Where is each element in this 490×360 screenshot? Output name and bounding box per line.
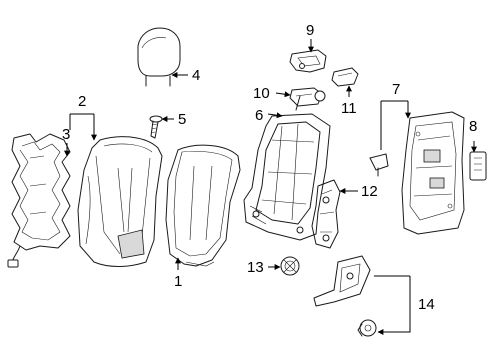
callout-5: 5	[178, 111, 186, 128]
callout-1: 1	[174, 273, 182, 290]
part-10-latch	[289, 87, 326, 107]
callout-8: 8	[469, 118, 477, 135]
leader-14	[374, 275, 411, 332]
part-1-seatback-pad	[165, 144, 241, 267]
callout-3: 3	[62, 126, 70, 143]
part-7-back-board	[401, 111, 465, 235]
leader-6	[267, 112, 283, 119]
part-12-recliner	[311, 179, 341, 249]
callout-labels: 1 2 3 4 5 6 7 8 9 10 11 12 13 14	[62, 22, 477, 313]
callout-14: 14	[418, 296, 435, 313]
part-14-lever	[313, 255, 371, 307]
leader-lines	[64, 39, 477, 332]
callout-11: 11	[341, 100, 357, 117]
leader-2	[69, 113, 94, 140]
part-11-clip	[331, 67, 359, 87]
part-4-headrest	[137, 27, 181, 87]
part-5-screw	[149, 115, 163, 139]
callout-6: 6	[255, 107, 263, 124]
part-14-clip	[357, 319, 377, 337]
callout-10: 10	[253, 85, 270, 102]
part-6-seatback-frame	[243, 95, 331, 241]
callout-13: 13	[247, 259, 264, 276]
part-8-cover	[469, 151, 487, 181]
callout-12: 12	[361, 183, 378, 200]
callout-4: 4	[192, 67, 200, 84]
callout-7: 7	[392, 81, 400, 98]
part-3-heater-mat	[7, 133, 71, 268]
callout-2: 2	[78, 93, 86, 110]
callout-9: 9	[306, 22, 314, 39]
part-9-bracket	[289, 49, 327, 73]
leader-7	[380, 100, 408, 150]
part-7-fastener	[369, 153, 389, 177]
part-13-knob	[280, 256, 300, 276]
leader-10	[275, 91, 291, 98]
part-2-seatback-cover	[77, 136, 163, 267]
